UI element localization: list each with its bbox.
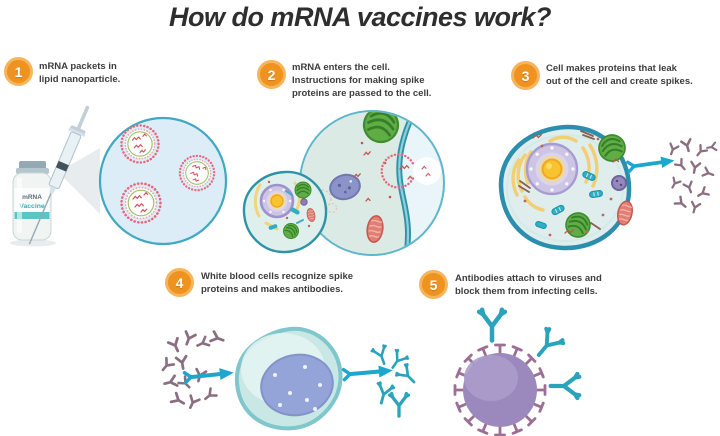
antibody-cluster [370,343,420,418]
step-3-badge: 3 [511,61,540,90]
magnifier-cone [58,148,100,214]
arrow-right-icon [182,364,237,386]
nucleolus [270,194,284,208]
virus [453,343,547,436]
golgi-apparatus [294,181,312,199]
step-3-number: 3 [521,67,530,84]
step-4-illustration [157,326,420,431]
endoplasmic-reticulum [511,135,599,212]
step-5-badge: 5 [419,270,448,299]
mrna-strands [532,133,620,234]
cell-small [242,170,328,254]
antibody [551,374,580,398]
step-2-badge: 2 [257,60,286,89]
vial-label-line1: mRNA [22,194,42,201]
filaments [518,130,601,230]
arrow-right-icon [625,152,678,175]
step-1-number: 1 [14,63,23,80]
antibody [528,325,567,365]
nucleolus [541,158,563,180]
step-5-number: 5 [429,276,438,293]
step-1-badge: 1 [4,57,33,86]
vial-label-line2: Vaccine [19,203,45,210]
arrow-right-icon [341,362,396,383]
antibody [479,310,505,341]
step-3-illustration [498,124,718,251]
step-2-number: 2 [267,66,276,83]
step-4-badge: 4 [165,268,194,297]
page-title: How do mRNA vaccines work? [168,2,552,32]
vial-shadow [10,239,56,247]
step-4-number: 4 [175,274,184,291]
nucleus [260,353,334,417]
vesicle [611,175,627,191]
step-2-caption: mRNA enters the cell.Instructions for ma… [292,62,432,99]
vaccine-vial: mRNA Vaccine [12,161,52,241]
mrna-strands [353,151,413,202]
spike-protein-cluster [157,330,227,412]
step-1-illustration: mRNA Vaccine [10,105,228,247]
endosome [329,173,361,201]
syringe-icon [28,105,90,245]
white-blood-cell [234,326,343,431]
cell [498,124,636,251]
step-5-illustration [453,298,635,436]
spike-protein-cluster [666,138,718,215]
fusing-nanoparticle [380,153,441,189]
zoom-link-dot [326,202,338,214]
step-2-illustration [242,110,445,256]
